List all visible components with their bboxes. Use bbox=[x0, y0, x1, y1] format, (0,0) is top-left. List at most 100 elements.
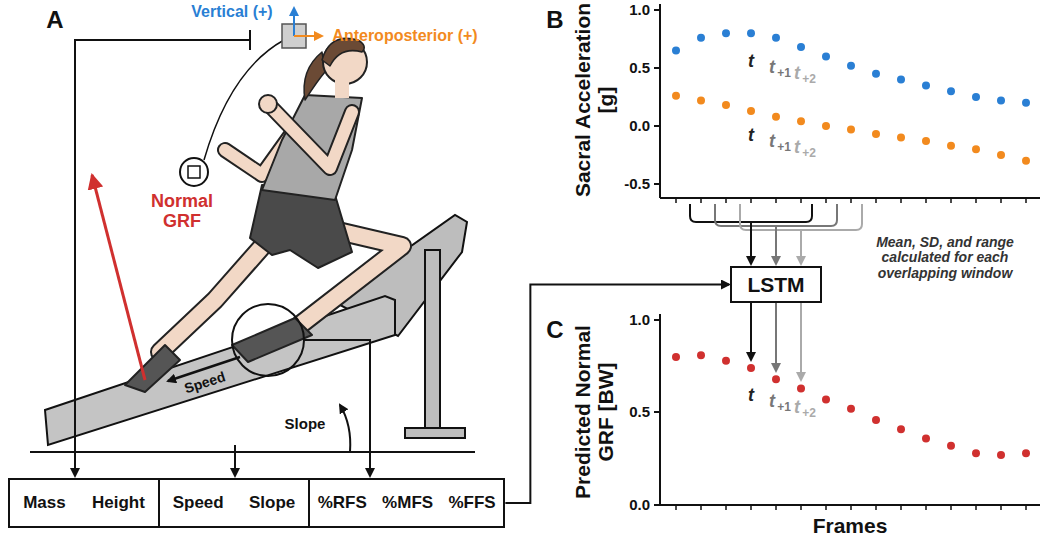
data-dot bbox=[897, 425, 905, 433]
axis-tick bbox=[800, 198, 802, 203]
label: Slope bbox=[285, 416, 326, 433]
sensor bbox=[188, 166, 200, 178]
label: A bbox=[46, 7, 63, 33]
axis-tick bbox=[750, 198, 752, 203]
data-dot bbox=[747, 29, 755, 37]
node-text: Mass bbox=[23, 493, 66, 513]
data-dot bbox=[747, 107, 755, 115]
sensor-callout bbox=[180, 158, 208, 186]
foot-callout bbox=[232, 304, 304, 376]
window-arrow bbox=[775, 226, 777, 264]
data-dot bbox=[972, 93, 980, 101]
axis-tick bbox=[1000, 198, 1002, 203]
window-bracket bbox=[715, 204, 837, 226]
window-arrow bbox=[800, 230, 802, 264]
label: Frames bbox=[813, 514, 888, 537]
label: 1.0 bbox=[629, 2, 650, 19]
label: t bbox=[794, 64, 800, 84]
data-dot bbox=[772, 375, 780, 383]
data-dot bbox=[997, 451, 1005, 459]
data-dot bbox=[697, 34, 705, 42]
data-dot bbox=[772, 34, 780, 42]
label: 0.5 bbox=[629, 60, 650, 77]
window-arrow bbox=[750, 222, 752, 264]
slope-arc bbox=[340, 405, 350, 452]
label: t bbox=[794, 138, 800, 158]
data-dot bbox=[872, 130, 880, 138]
connector bbox=[505, 285, 729, 504]
footstrike-leader bbox=[304, 340, 370, 476]
ground-line bbox=[30, 451, 475, 453]
label: C bbox=[546, 317, 563, 343]
data-dot bbox=[922, 137, 930, 145]
input-cell: Mass Height bbox=[8, 478, 160, 528]
vertical-axis-arrow bbox=[293, 8, 295, 36]
label: Normal GRF bbox=[142, 192, 222, 232]
treadmill-foot bbox=[405, 428, 465, 438]
label: B bbox=[546, 7, 563, 33]
data-dot bbox=[697, 96, 705, 104]
data-dot bbox=[797, 117, 805, 125]
axis-tick bbox=[654, 411, 660, 413]
axis-tick bbox=[800, 505, 802, 510]
data-dot bbox=[872, 416, 880, 424]
label: t bbox=[794, 398, 800, 418]
data-dot bbox=[672, 353, 680, 361]
axis-tick bbox=[950, 198, 952, 203]
node-text: LSTM bbox=[747, 273, 804, 297]
data-dot bbox=[747, 364, 755, 372]
data-dot bbox=[672, 47, 680, 55]
label: Sacral Acceleration [g] bbox=[571, 0, 617, 205]
data-dot bbox=[972, 145, 980, 153]
data-dot bbox=[847, 62, 855, 70]
data-dot bbox=[947, 87, 955, 95]
grf-arrow bbox=[92, 175, 145, 380]
label: t bbox=[769, 58, 775, 78]
treadmill-post bbox=[425, 250, 440, 430]
node-text: %RFS bbox=[318, 493, 367, 513]
axis-tick bbox=[850, 198, 852, 203]
output-arrow bbox=[750, 303, 752, 360]
model-box: LSTM bbox=[730, 266, 822, 303]
axis-tick bbox=[654, 319, 660, 321]
node-text: %MFS bbox=[382, 493, 433, 513]
data-dot bbox=[772, 113, 780, 121]
data-dot bbox=[797, 384, 805, 392]
axis-tick bbox=[725, 505, 727, 510]
axis-tick bbox=[654, 125, 660, 127]
data-dot bbox=[797, 43, 805, 51]
data-dot bbox=[997, 96, 1005, 104]
axis-tick bbox=[700, 505, 702, 510]
node-text: Height bbox=[92, 493, 145, 513]
label: t bbox=[748, 126, 754, 146]
axis-tick bbox=[900, 505, 902, 510]
data-dot bbox=[972, 449, 980, 457]
axis bbox=[660, 197, 1040, 199]
sensor-leader bbox=[204, 40, 284, 160]
ap-axis-arrow bbox=[294, 35, 322, 37]
axis-tick bbox=[850, 505, 852, 510]
treadmill-deck bbox=[45, 296, 395, 445]
data-dot bbox=[1022, 449, 1030, 457]
data-dot bbox=[947, 142, 955, 150]
axis-tick bbox=[875, 198, 877, 203]
axis-tick bbox=[875, 505, 877, 510]
axis-tick bbox=[675, 505, 677, 510]
axis-tick bbox=[654, 9, 660, 11]
label: Anteroposterior (+) bbox=[332, 27, 477, 45]
data-dot bbox=[897, 76, 905, 84]
data-dot bbox=[722, 357, 730, 365]
axis-tick bbox=[975, 505, 977, 510]
label: Vertical (+) bbox=[191, 3, 272, 21]
label: Mean, SD, and range calculated for each … bbox=[855, 235, 1035, 281]
data-dot bbox=[822, 122, 830, 130]
data-dot bbox=[897, 134, 905, 142]
axis-tick bbox=[900, 198, 902, 203]
data-dot bbox=[847, 405, 855, 413]
axis-tick bbox=[700, 198, 702, 203]
axis bbox=[660, 504, 1040, 506]
data-dot bbox=[822, 52, 830, 60]
data-dot bbox=[922, 434, 930, 442]
axis-tick bbox=[825, 198, 827, 203]
node-text: Speed bbox=[173, 493, 224, 513]
